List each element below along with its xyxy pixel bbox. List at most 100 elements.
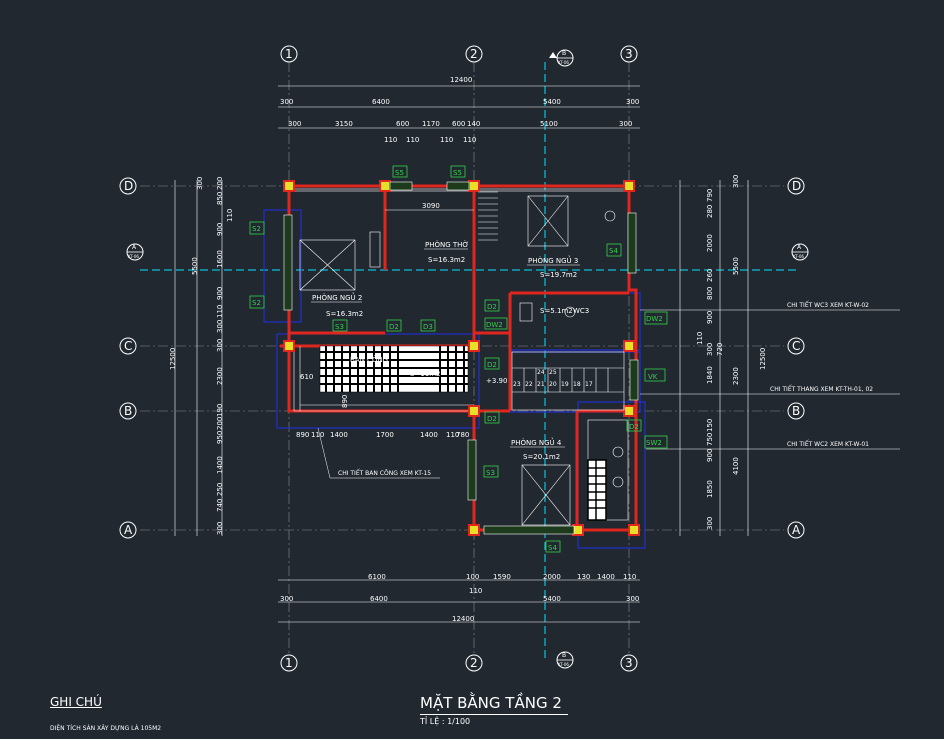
- svg-text:B: B: [562, 652, 566, 659]
- tag-d3: D3: [423, 323, 433, 331]
- inner-dim-3090: 3090: [422, 202, 440, 210]
- dim-left-950: 950: [216, 431, 224, 444]
- dim-right-2000: 2000: [706, 234, 714, 252]
- section-marker-left: A KT-06: [126, 243, 144, 261]
- stair: [478, 191, 625, 411]
- room-area-phong-ngu-4: S=20.1m2: [523, 453, 560, 461]
- dim-right-790: 790: [706, 189, 714, 202]
- dim-top-r3-300: 300: [288, 120, 301, 128]
- dim-bot-5400: 5400: [543, 595, 561, 603]
- dim-left-900b: 900: [216, 287, 224, 300]
- axis-label-1-top: 1: [285, 47, 293, 61]
- dim-left-2300: 2300: [216, 367, 224, 385]
- windows: [283, 181, 639, 535]
- axis-label-1-bottom: 1: [285, 656, 293, 670]
- dim-top-300-left: 300: [280, 98, 293, 106]
- tag-sw2: SW2: [646, 439, 662, 447]
- dim-left-1600: 1600: [216, 250, 224, 268]
- tag-s4-a: S4: [609, 247, 618, 255]
- dim-bot-1400: 1400: [597, 573, 615, 581]
- axis-label-2-bottom: 2: [470, 656, 478, 670]
- axis-label-b-right: B: [792, 404, 800, 418]
- dim-left-12500: 12500: [169, 348, 177, 370]
- svg-text:17: 17: [585, 381, 593, 388]
- sheet-scale: TỈ LỆ : 1/100: [420, 717, 471, 726]
- dim-right-300: 300: [732, 175, 740, 188]
- svg-text:A: A: [797, 244, 802, 251]
- dim-right-300c: 300: [706, 517, 714, 530]
- svg-text:KT-06: KT-06: [558, 662, 569, 667]
- dim-right-260: 260: [706, 269, 714, 282]
- dim-top-300-right: 300: [626, 98, 639, 106]
- dim-top-110a: 110: [384, 136, 397, 144]
- dim-top-r3-3150: 3150: [335, 120, 353, 128]
- dim-right-150: 150: [706, 419, 714, 432]
- svg-text:25: 25: [549, 369, 557, 376]
- dim-left-300c: 300: [216, 339, 224, 352]
- dim-left-110: 110: [226, 209, 234, 222]
- axis-label-c-left: C: [124, 339, 132, 353]
- dim-top-110b: 110: [406, 136, 419, 144]
- svg-text:20: 20: [549, 381, 557, 388]
- tag-s5-b: S5: [453, 169, 462, 177]
- dim-top-r3-5100: 5100: [540, 120, 558, 128]
- tag-d2-d: D2: [487, 415, 497, 423]
- balcony-dim-110: 110: [311, 431, 324, 439]
- tag-s5-a: S5: [395, 169, 404, 177]
- grid-lines: [140, 62, 784, 655]
- room-area-ban-cong: S=11m2: [410, 370, 441, 378]
- svg-text:21: 21: [537, 381, 545, 388]
- dim-left-5500: 5500: [191, 257, 199, 275]
- axis-label-3-bottom: 3: [625, 656, 633, 670]
- wc-fixtures: [519, 210, 629, 521]
- dim-top-6400: 6400: [372, 98, 390, 106]
- dim-right-110: 110: [696, 332, 704, 345]
- dim-left-1400: 1400: [216, 456, 224, 474]
- dim-right-1850: 1850: [706, 480, 714, 498]
- svg-text:A: A: [132, 244, 137, 251]
- dim-right-group: 300 790 280 2000 260 800 900 110 300 184…: [696, 175, 767, 530]
- section-lines: [140, 62, 800, 660]
- dim-bot-110b: 110: [469, 587, 482, 595]
- dim-left-300d: 300: [216, 522, 224, 535]
- svg-text:KT-06: KT-06: [558, 60, 569, 65]
- dim-right-4100: 4100: [732, 457, 740, 475]
- balcony-dim-110b: 110: [446, 431, 459, 439]
- dim-left-190: 190: [216, 404, 224, 417]
- dim-top-110d: 110: [463, 136, 476, 144]
- tag-s3-b: S3: [486, 469, 495, 477]
- dim-right-900b: 900: [706, 449, 714, 462]
- callout-stair: CHI TIẾT THANG XEM KT-TH-01, 02: [770, 385, 873, 393]
- balcony-floor: [319, 345, 469, 393]
- section-marker-bottom: B KT-06: [556, 651, 574, 669]
- dim-left-900a: 900: [216, 223, 224, 236]
- dim-left-300: 300: [196, 177, 204, 190]
- furniture: [299, 195, 571, 526]
- tag-s2-a: S2: [252, 225, 261, 233]
- dim-right-280: 280: [706, 205, 714, 218]
- tag-d2-c: D2: [487, 361, 497, 369]
- element-tags: [249, 165, 668, 553]
- svg-text:KT-06: KT-06: [128, 254, 139, 259]
- room-area-wc3: S=5.1m2: [540, 307, 573, 315]
- level-mark: +3.90: [486, 377, 507, 385]
- notes-heading: GHI CHÚ: [50, 695, 102, 709]
- svg-text:B: B: [562, 50, 566, 57]
- dim-bot-300l: 300: [280, 595, 293, 603]
- axis-label-d-right: D: [792, 179, 801, 193]
- columns: [283, 180, 640, 536]
- dim-bot-6100: 6100: [368, 573, 386, 581]
- tag-s2-b: S2: [252, 299, 261, 307]
- tag-dw2-a: DW2: [486, 321, 503, 329]
- dim-left-200b: 200: [216, 417, 224, 430]
- inner-dim-890: 890: [341, 395, 349, 408]
- dim-top-110c: 110: [440, 136, 453, 144]
- notes-text: DIỆN TÍCH SÀN XÂY DỰNG LÀ 105M2: [50, 725, 162, 732]
- dim-right-720: 720: [716, 343, 724, 356]
- dim-right-800: 800: [706, 287, 714, 300]
- room-label-phong-ngu-2: PHÒNG NGỦ 2: [312, 292, 362, 302]
- tag-d2-e: D2: [629, 423, 639, 431]
- dim-top-r3-600a: 600: [396, 120, 409, 128]
- axis-label-b-left: B: [124, 404, 132, 418]
